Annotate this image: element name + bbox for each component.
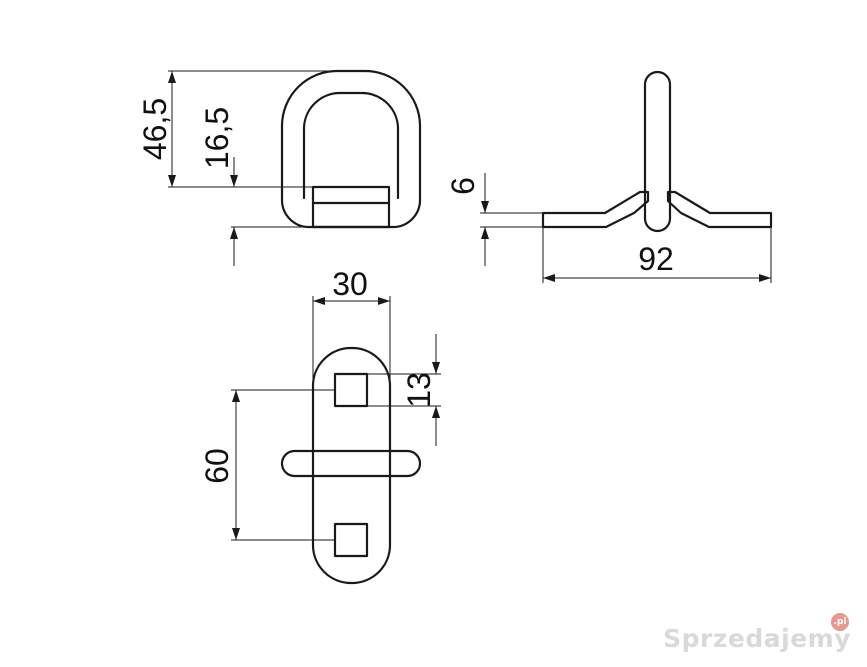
label-92: 92 (638, 241, 674, 277)
square-hole-bottom (333, 522, 369, 558)
label-16-5: 16,5 (199, 107, 235, 169)
front-view (280, 69, 422, 229)
dimension-60 (231, 389, 335, 541)
label-46-5: 46,5 (137, 98, 173, 160)
watermark-text: Sprzedajemy (663, 624, 851, 653)
d-ring-inner (302, 91, 400, 200)
dimension-92 (542, 227, 772, 283)
dimension-16-5 (230, 157, 309, 266)
dimension-13 (367, 334, 441, 446)
top-ring-bar (280, 449, 422, 478)
label-60: 60 (199, 448, 235, 484)
side-ring-bar (643, 70, 672, 233)
square-hole-top (333, 372, 369, 408)
side-plate-profile (541, 190, 650, 229)
label-13: 13 (401, 372, 437, 408)
side-plate-profile-right (666, 190, 773, 229)
dimension-46-5 (168, 70, 345, 188)
label-30: 30 (332, 266, 368, 302)
dimension-30 (312, 296, 391, 383)
base-block (311, 185, 391, 229)
watermark-badge: .pl (831, 613, 849, 631)
label-6: 6 (445, 177, 481, 195)
dimension-6 (480, 173, 543, 266)
top-plate (311, 346, 392, 585)
side-view (541, 70, 773, 233)
top-view (280, 346, 422, 585)
